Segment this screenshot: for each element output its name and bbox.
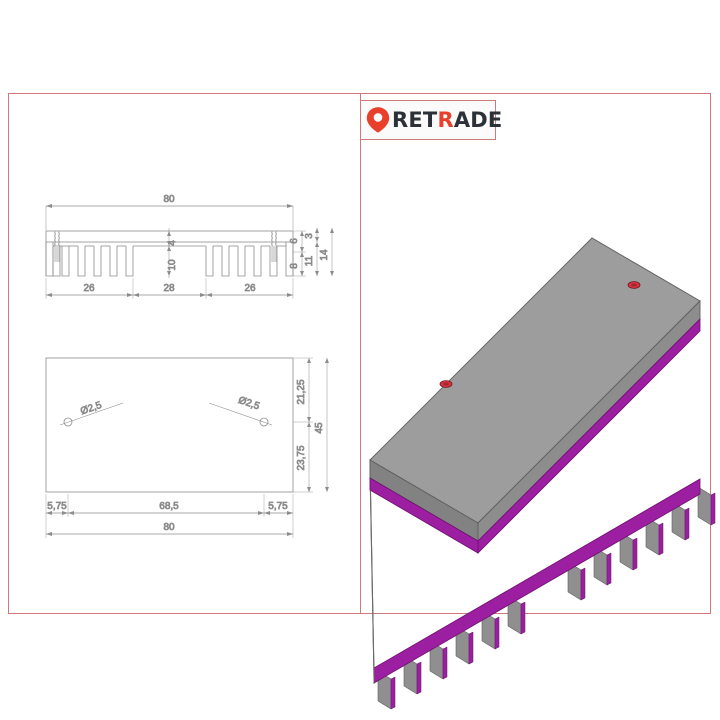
dim-section-overall-80 — [45, 204, 294, 230]
dim-section-right-68 — [293, 230, 306, 277]
dim-plan-overall-80 — [45, 517, 294, 538]
hole-left — [59, 402, 124, 427]
logo-text-part2: ADE — [453, 107, 503, 132]
dim-text-total-14: 14 — [319, 249, 330, 261]
mounting-hole-upper — [627, 281, 641, 289]
retrade-logo: RETRADE — [360, 100, 502, 140]
fin-array-3d — [377, 486, 716, 710]
dim-text-overall-80: 80 — [163, 194, 175, 205]
heatsink-3d-body — [369, 237, 716, 710]
map-pin-icon — [366, 107, 390, 133]
dim-text-plan-575-right: 5,75 — [268, 501, 288, 512]
dim-plan-horizontal-parts — [45, 494, 294, 517]
logo-text-accent: R — [437, 107, 454, 132]
thread-indication-right — [270, 231, 278, 262]
dim-text-seg-26-right: 26 — [244, 283, 256, 294]
dim-text-fin-10: 10 — [167, 259, 178, 271]
frame-divider — [360, 93, 361, 614]
logo-wordmark: RETRADE — [392, 107, 503, 132]
dim-text-plan-45: 45 — [314, 422, 325, 434]
dim-plan-vertical-outer — [325, 358, 329, 492]
dim-text-seg-28: 28 — [163, 283, 175, 294]
dim-text-plan-575-left: 5,75 — [47, 501, 67, 512]
dim-text-plan-685: 68,5 — [159, 501, 179, 512]
plan-outline — [45, 357, 294, 493]
dim-section-segments — [45, 278, 294, 299]
dim-text-plan-overall-80: 80 — [163, 522, 175, 533]
dim-section-mid-311 — [315, 228, 319, 276]
dim-section-total-14 — [330, 228, 334, 276]
dim-section-internal-heights — [167, 228, 171, 278]
hole-right — [208, 402, 273, 427]
mounting-hole-lower — [439, 380, 453, 388]
fin-group-left — [45, 242, 169, 277]
dim-text-plan-2125: 21,25 — [296, 379, 307, 404]
highlight-band-left — [369, 477, 479, 554]
logo-text-part1: RET — [392, 107, 438, 132]
dim-plan-vertical-inner — [293, 357, 313, 493]
thread-indication-left — [53, 231, 61, 262]
dim-text-right-6: 6 — [289, 238, 300, 244]
dim-text-mid-3: 3 — [304, 233, 315, 239]
dim-text-right-8: 8 — [289, 263, 300, 269]
dim-text-mid-11: 11 — [304, 255, 315, 266]
dim-text-base-4: 4 — [167, 240, 178, 246]
dim-text-seg-26-left: 26 — [83, 283, 95, 294]
fin-group-right — [169, 242, 294, 277]
dim-text-plan-2375: 23,75 — [296, 445, 307, 470]
